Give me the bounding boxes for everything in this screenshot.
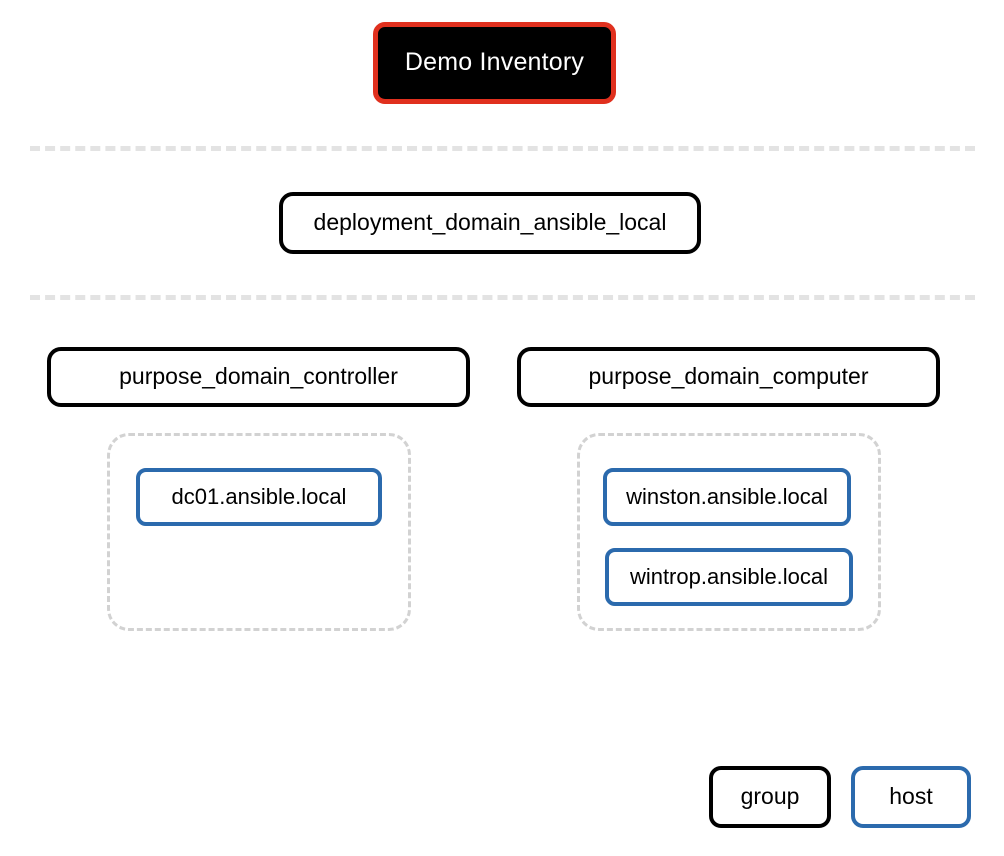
separator-above-purpose-tier bbox=[30, 295, 975, 300]
host-container-purpose-domain-controller bbox=[107, 433, 411, 631]
group-node-label: purpose_domain_computer bbox=[588, 363, 869, 390]
group-node-purpose-domain-controller[interactable]: purpose_domain_controller bbox=[47, 347, 470, 407]
group-node-purpose-domain-computer[interactable]: purpose_domain_computer bbox=[517, 347, 940, 407]
legend-item-group: group bbox=[709, 766, 831, 828]
inventory-root-label: Demo Inventory bbox=[404, 48, 585, 77]
host-node-wintrop[interactable]: wintrop.ansible.local bbox=[605, 548, 853, 606]
legend-item-group-label: group bbox=[740, 783, 800, 810]
group-node-deployment-domain-ansible-local[interactable]: deployment_domain_ansible_local bbox=[279, 192, 701, 254]
legend-item-host-label: host bbox=[889, 783, 933, 810]
host-node-dc01[interactable]: dc01.ansible.local bbox=[136, 468, 382, 526]
host-node-label: wintrop.ansible.local bbox=[629, 563, 829, 589]
group-node-label: purpose_domain_controller bbox=[119, 363, 398, 390]
inventory-root-node[interactable]: Demo Inventory bbox=[373, 22, 616, 104]
host-container-purpose-domain-computer bbox=[577, 433, 881, 631]
separator-above-deployment-tier bbox=[30, 146, 975, 151]
legend-item-host: host bbox=[851, 766, 971, 828]
host-node-winston[interactable]: winston.ansible.local bbox=[603, 468, 851, 526]
group-node-label: deployment_domain_ansible_local bbox=[313, 209, 667, 236]
host-node-label: dc01.ansible.local bbox=[171, 483, 347, 509]
host-node-label: winston.ansible.local bbox=[626, 483, 828, 509]
